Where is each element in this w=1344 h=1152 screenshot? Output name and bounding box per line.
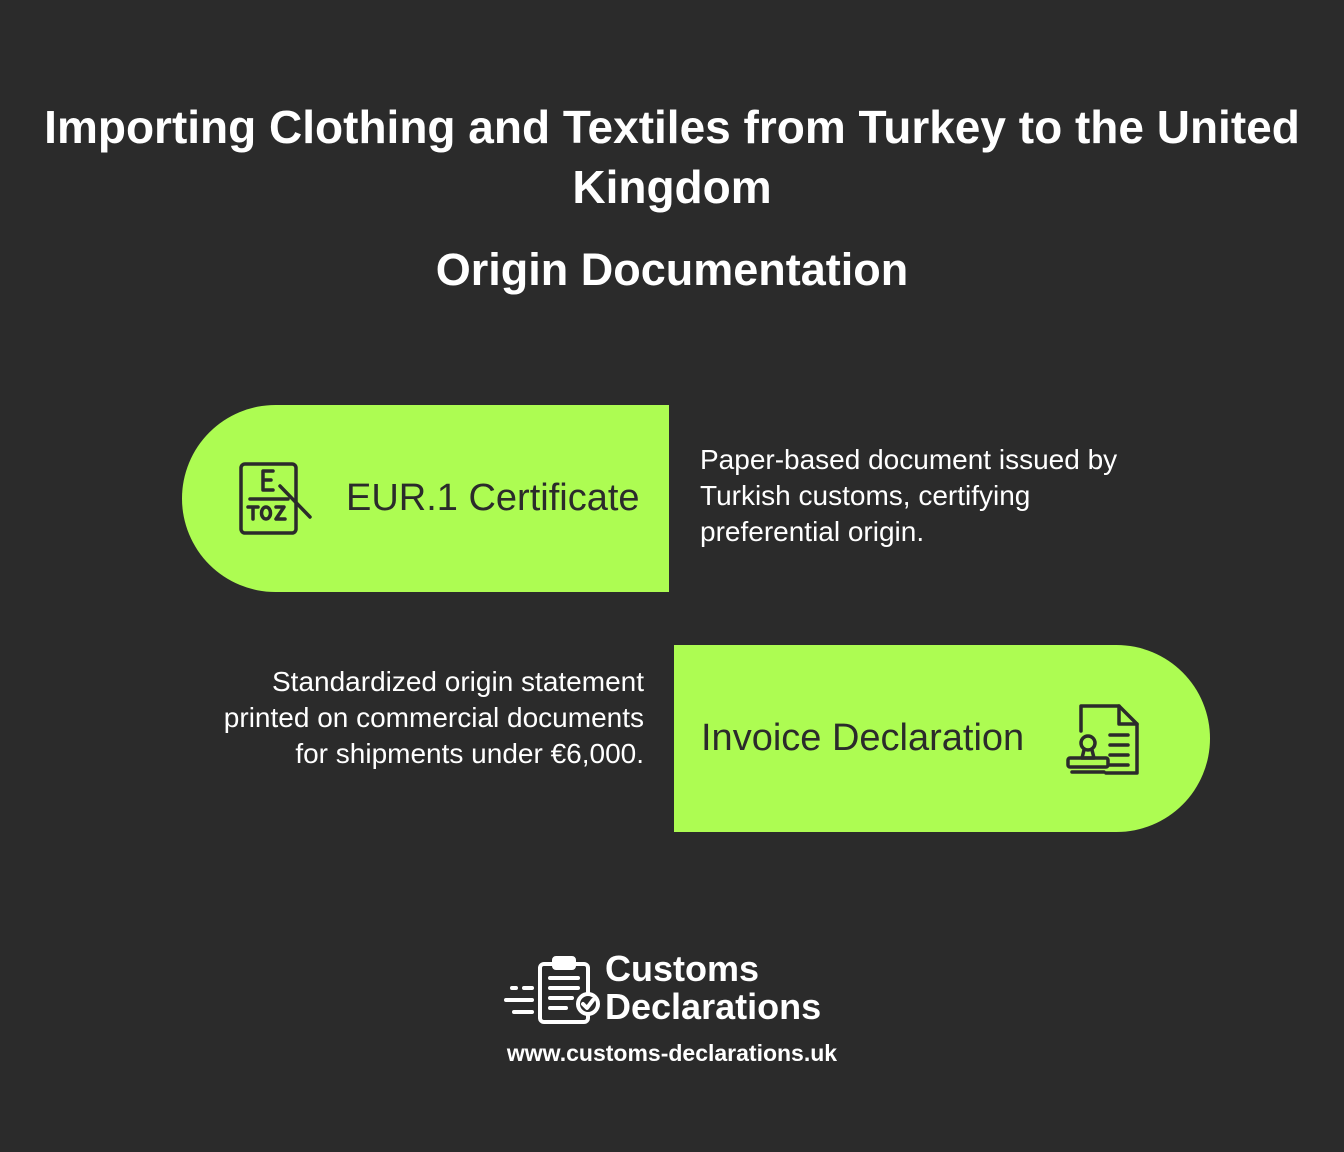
website-url: www.customs-declarations.uk <box>506 1040 838 1066</box>
customs-declarations-logo-icon <box>504 956 600 1024</box>
eur1-certificate-label: EUR.1 Certificate <box>346 477 640 519</box>
stamped-document-icon <box>1066 703 1139 775</box>
brand-name: Customs Declarations <box>605 950 821 1026</box>
brand-line-1: Customs <box>605 948 760 989</box>
page-title: Importing Clothing and Textiles from Tur… <box>44 101 1300 213</box>
eur1-certificate-card: EUR.1 Certificate <box>182 405 669 592</box>
eur1-certificate-description: Paper-based document issued by Turkish c… <box>700 444 1118 547</box>
invoice-declaration-card: Invoice Declaration <box>674 645 1210 832</box>
invoice-declaration-label: Invoice Declaration <box>701 717 1025 759</box>
section-title: Origin Documentation <box>435 244 909 295</box>
brand-line-2: Declarations <box>605 986 822 1027</box>
invoice-declaration-description: Standardized origin statement printed on… <box>223 666 644 769</box>
eye-chart-document-icon <box>239 461 312 535</box>
